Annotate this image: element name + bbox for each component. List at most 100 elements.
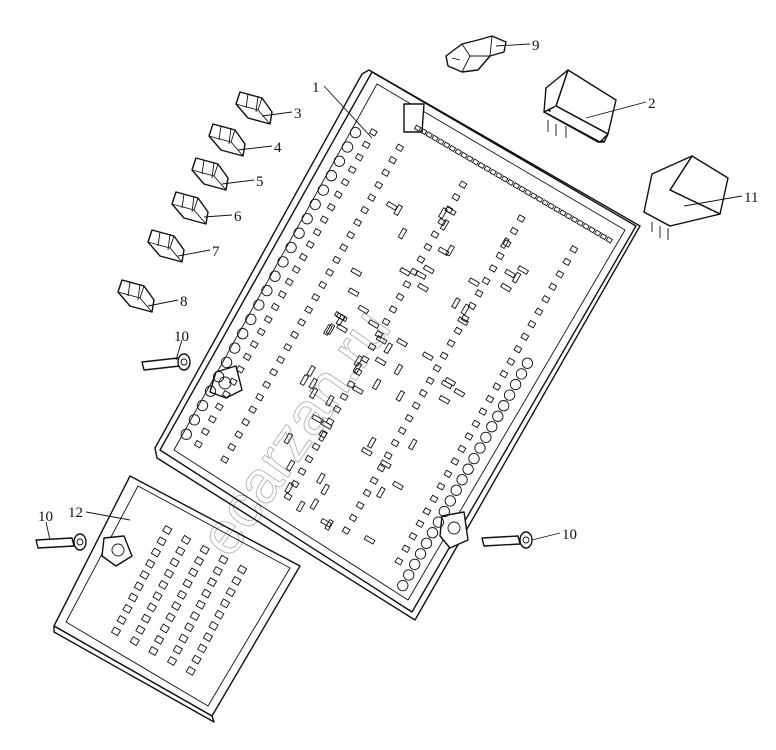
comb-cell <box>425 131 434 139</box>
comb-cell <box>547 202 555 210</box>
terminal-cell <box>453 326 463 336</box>
terminal-hole <box>426 527 439 539</box>
comb-cell <box>500 175 509 183</box>
terminal-hole <box>492 410 504 422</box>
terminal-hole <box>480 431 492 444</box>
terminal-hole <box>444 495 456 507</box>
terminal-cell <box>312 227 322 237</box>
cover-slot <box>140 613 152 624</box>
terminal-cell <box>291 265 301 274</box>
cover-slot <box>135 624 146 635</box>
terminal-cell <box>381 168 391 177</box>
terminal-hole <box>521 357 534 369</box>
fuse-slot <box>444 376 457 387</box>
cover-slot <box>169 557 180 568</box>
terminal-hole <box>220 356 233 369</box>
terminal-cell <box>520 332 530 341</box>
cover-slot <box>122 603 133 614</box>
cover-slot <box>184 622 195 633</box>
terminal-cell <box>388 305 398 314</box>
terminal-cell <box>425 376 435 386</box>
terminal-cell <box>492 382 502 391</box>
terminal-hole <box>414 548 427 560</box>
terminal-cell <box>220 455 230 464</box>
mini-fuse-5 <box>191 157 229 191</box>
terminal-hole <box>301 213 313 225</box>
terminal-cell <box>255 392 265 402</box>
fuse-slot <box>320 483 331 496</box>
screw-10-left-lower <box>35 533 87 551</box>
fuse-slot <box>468 277 480 288</box>
comb-cell <box>518 185 526 193</box>
fuse-slot <box>417 282 429 293</box>
terminal-cell <box>430 230 440 239</box>
terminal-cell <box>478 407 488 416</box>
fuse-slot <box>347 287 360 298</box>
cover-slot <box>195 599 206 610</box>
fuse-slot <box>383 342 394 355</box>
terminal-cell <box>341 526 351 535</box>
terminal-cell <box>416 255 426 264</box>
terminal-cell <box>488 264 498 273</box>
comb-cell <box>512 182 521 190</box>
terminal-cell <box>283 492 293 501</box>
terminal-cell <box>467 301 477 311</box>
terminal-cell <box>348 513 358 523</box>
terminal-cell <box>207 414 217 424</box>
fuse-slot <box>422 264 435 275</box>
leader-lines <box>45 43 743 541</box>
comb-cell <box>489 168 497 176</box>
comb-cell <box>431 134 439 142</box>
terminal-cell <box>290 479 300 489</box>
terminal-hole <box>403 569 415 581</box>
fuse-slot <box>318 430 328 443</box>
terminal-hole <box>456 474 468 486</box>
cover-slot <box>197 643 208 654</box>
terminal-cell <box>311 442 321 451</box>
cover-slot <box>171 601 182 611</box>
fuse-slot <box>517 265 530 275</box>
terminal-cell <box>270 302 280 312</box>
fuse-slot <box>350 267 363 277</box>
comb-cell <box>495 171 503 180</box>
terminal-hole <box>325 170 338 182</box>
terminal-cell <box>234 430 244 439</box>
fuse-box-cover <box>53 475 301 723</box>
terminal-hole <box>333 155 346 167</box>
cover-slot <box>214 609 225 620</box>
terminal-cell <box>376 463 386 473</box>
comb-cell <box>466 155 474 163</box>
comb-cell <box>477 161 486 169</box>
comb-cell <box>576 219 585 227</box>
comb-cell <box>588 226 596 234</box>
cover-slot <box>231 575 242 586</box>
fuse-slot <box>399 266 411 277</box>
fuse-slot <box>460 303 471 316</box>
terminal-hole <box>397 579 409 592</box>
comb-cell <box>506 178 515 186</box>
terminal-cell <box>298 252 308 262</box>
fuse-slots <box>283 201 530 545</box>
terminal-cell <box>513 344 523 354</box>
comb-cell <box>559 209 567 217</box>
terminal-cell <box>474 289 484 298</box>
cover-slot <box>178 633 189 644</box>
fuse-slot <box>511 271 522 284</box>
terminal-cell <box>325 268 335 277</box>
terminal-cell <box>326 202 336 212</box>
terminal-cell <box>214 402 224 412</box>
fuse-slot <box>439 218 450 231</box>
callout-6: 6 <box>234 209 242 225</box>
terminal-cell <box>311 293 321 302</box>
callout-10-lower: 10 <box>38 509 53 525</box>
terminal-cell <box>388 155 398 165</box>
mini-fuse-4 <box>208 123 246 157</box>
callout-10-upper: 10 <box>174 329 189 345</box>
fuse-slot <box>295 500 306 513</box>
fuse-slot <box>325 323 336 336</box>
callout-3: 3 <box>294 106 302 122</box>
terminal-cell <box>418 388 428 398</box>
callout-10-right: 10 <box>562 527 577 543</box>
comb-cell <box>413 124 422 132</box>
terminal-cell <box>332 404 342 414</box>
